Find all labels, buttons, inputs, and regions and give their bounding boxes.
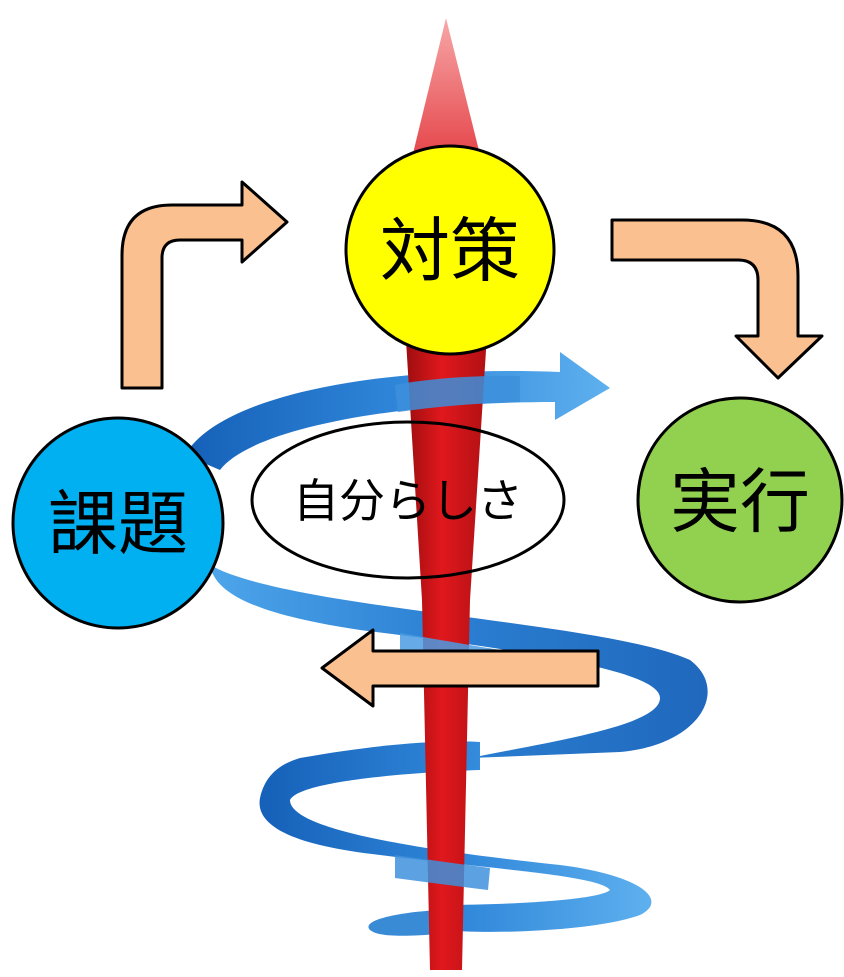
node-right-circle — [636, 396, 844, 604]
arrow-left-to-top — [120, 180, 289, 390]
arrow-top-to-right — [610, 218, 824, 380]
center-ellipse — [250, 420, 566, 580]
node-top-circle — [344, 144, 556, 356]
node-left-circle — [11, 416, 225, 630]
node-left: 課題 — [11, 416, 225, 630]
spiral-band-top — [185, 352, 610, 470]
node-top-label: 対策 — [380, 210, 520, 292]
spiral-band-lower — [259, 741, 652, 932]
spiral-front-lower — [395, 855, 490, 890]
node-top: 対策 — [344, 144, 556, 356]
node-right-label: 実行 — [670, 461, 810, 543]
spiral-band-middle — [210, 565, 708, 758]
node-left-label: 課題 — [48, 483, 188, 565]
cycle-arrows — [120, 180, 824, 708]
center-label: 自分らしさ — [293, 474, 523, 528]
center-node: 自分らしさ — [250, 420, 566, 580]
node-right: 実行 — [636, 396, 844, 604]
spiral-front-upper — [395, 375, 520, 412]
spiral-band-bottom — [368, 910, 440, 936]
arrow-right-to-left — [320, 628, 600, 708]
